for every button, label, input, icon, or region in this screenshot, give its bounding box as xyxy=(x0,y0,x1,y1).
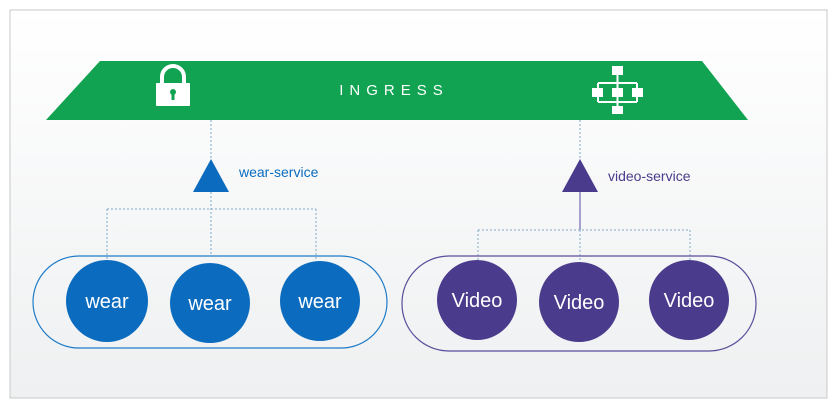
ingress-label: INGRESS xyxy=(339,82,449,99)
wear-pod-label: wear xyxy=(297,291,342,313)
wear-pod-connectors xyxy=(106,192,317,262)
ingress-bar xyxy=(46,61,748,120)
video-pod-label: Video xyxy=(452,290,503,312)
video-service-label: video-service xyxy=(608,168,691,184)
video-pod-label: Video xyxy=(664,290,715,312)
video-pod: Video xyxy=(437,260,517,340)
wear-service-label: wear-service xyxy=(238,164,319,180)
video-pod: Video xyxy=(649,260,729,340)
wear-pod: wear xyxy=(66,260,148,342)
wear-pod: wear xyxy=(170,263,250,343)
video-service-triangle xyxy=(562,159,598,192)
wear-pod-label: wear xyxy=(84,291,129,313)
wear-service-triangle xyxy=(193,159,229,192)
video-service-group: video-service Video Video Video xyxy=(401,120,757,352)
wear-pod-container xyxy=(32,255,388,349)
video-pod-container xyxy=(401,255,757,352)
sitemap-icon xyxy=(592,66,643,114)
lock-icon xyxy=(156,64,190,106)
wear-pod-label: wear xyxy=(187,293,232,315)
video-pod-connectors xyxy=(477,229,691,262)
wear-pod: wear xyxy=(280,261,360,341)
video-pod-label: Video xyxy=(554,292,605,314)
wear-service-group: wear-service wear wear wear xyxy=(32,120,388,349)
video-pod: Video xyxy=(539,262,619,342)
